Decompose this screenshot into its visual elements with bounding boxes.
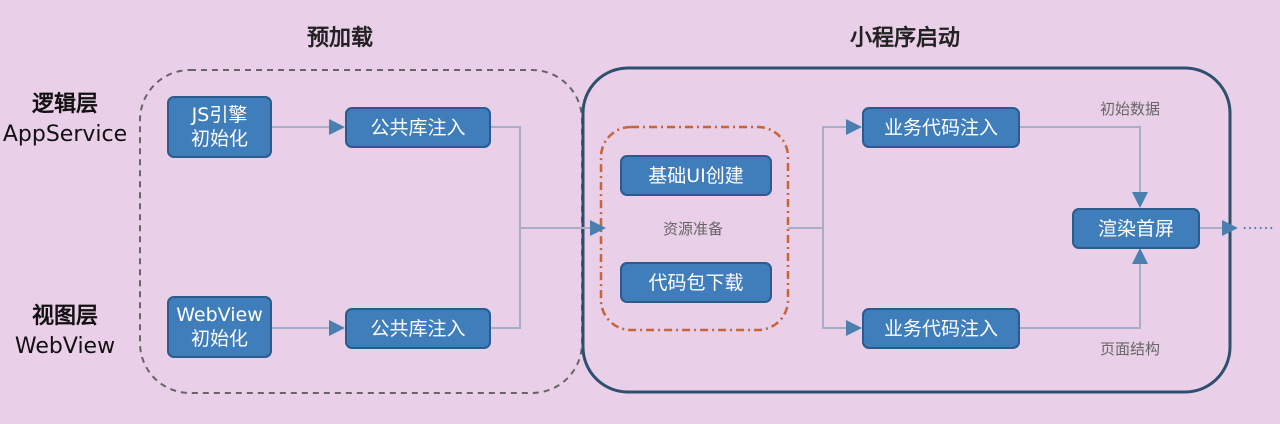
node-line: 初始化 — [190, 328, 248, 350]
node-line: 初始化 — [190, 128, 248, 150]
biz-inject-bottom-node: 业务代码注入 — [862, 308, 1020, 349]
biz-inject-top-node: 业务代码注入 — [862, 107, 1020, 148]
preload-title: 预加载 — [306, 26, 374, 51]
node-line: WebView — [176, 304, 263, 326]
logic-layer-en: AppService — [2, 122, 128, 147]
resource-prep-group — [599, 125, 790, 332]
page-structure-label: 页面结构 — [1099, 340, 1161, 358]
lib-inject-top-node: 公共库注入 — [345, 107, 491, 148]
view-layer-en: WebView — [14, 334, 116, 359]
launch-title: 小程序启动 — [849, 26, 961, 51]
lib-inject-bottom-node: 公共库注入 — [345, 308, 491, 349]
js-engine-init-node: JS引擎 初始化 — [167, 96, 272, 158]
logic-layer-cn: 逻辑层 — [31, 92, 99, 117]
pkg-download-node: 代码包下载 — [620, 262, 772, 303]
base-ui-node: 基础UI创建 — [620, 155, 772, 196]
initial-data-label: 初始数据 — [1099, 100, 1161, 118]
view-layer-cn: 视图层 — [31, 304, 99, 329]
webview-init-node: WebView 初始化 — [167, 296, 272, 358]
resource-prep-label: 资源准备 — [662, 220, 724, 238]
render-first-screen-node: 渲染首屏 — [1072, 208, 1200, 249]
view-layer-label: 视图层 WebView — [15, 302, 115, 362]
logic-layer-label: 逻辑层 AppService — [3, 90, 127, 150]
node-line: JS引擎 — [191, 104, 248, 126]
continuation-ellipsis: …… — [1242, 214, 1274, 233]
